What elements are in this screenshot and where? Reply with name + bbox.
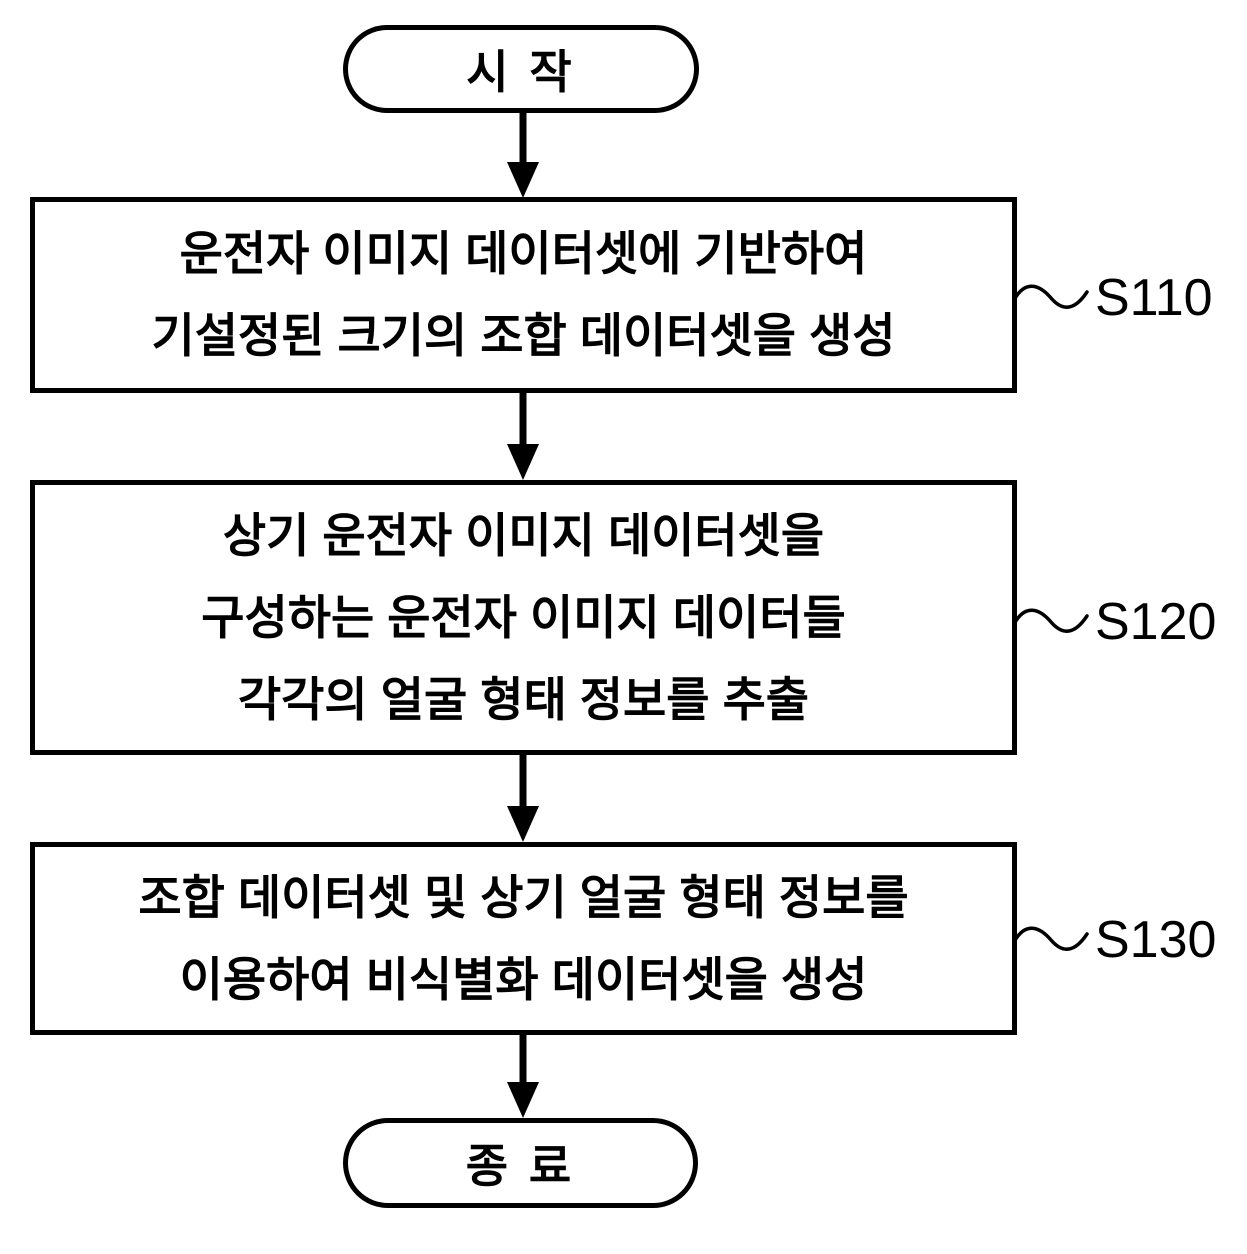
process-text-line: 운전자 이미지 데이터셋에 기반하여 <box>179 227 868 280</box>
start-node: 시 작 <box>343 25 699 113</box>
end-node: 종 료 <box>343 1118 698 1208</box>
flow-arrow-1 <box>503 112 543 198</box>
process-box-s110: 운전자 이미지 데이터셋에 기반하여 기설정된 크기의 조합 데이터셋을 생성 <box>30 197 1017 393</box>
step-id: S130 <box>1095 911 1217 969</box>
step-id: S120 <box>1095 593 1217 651</box>
flow-arrow-3 <box>503 755 543 842</box>
end-node-label: 종 료 <box>465 1140 576 1192</box>
step-label-s130: S130 <box>1013 905 1216 975</box>
process-text-line: 기설정된 크기의 조합 데이터셋을 생성 <box>151 309 896 362</box>
process-text-line: 각각의 얼굴 형태 정보를 추출 <box>237 672 810 726</box>
step-label-s110: S110 <box>1013 263 1213 333</box>
process-text-line: 조합 데이터셋 및 상기 얼굴 형태 정보를 <box>138 870 909 924</box>
step-label-s120: S120 <box>1013 587 1216 657</box>
process-box-s120: 상기 운전자 이미지 데이터셋을 구성하는 운전자 이미지 데이터들 각각의 얼… <box>30 480 1017 755</box>
squiggle-connector <box>1013 284 1089 309</box>
flow-arrow-2 <box>503 392 543 480</box>
squiggle-connector <box>1013 926 1089 951</box>
process-text-line: 구성하는 운전자 이미지 데이터들 <box>201 590 846 644</box>
squiggle-connector <box>1013 608 1089 633</box>
flow-arrow-4 <box>503 1035 543 1118</box>
process-box-s130: 조합 데이터셋 및 상기 얼굴 형태 정보를 이용하여 비식별화 데이터셋을 생… <box>30 842 1017 1035</box>
process-text-line: 상기 운전자 이미지 데이터셋을 <box>222 508 825 562</box>
start-node-label: 시 작 <box>466 46 576 98</box>
process-text-line: 이용하여 비식별화 데이터셋을 생성 <box>179 952 868 1006</box>
step-id: S110 <box>1095 269 1213 327</box>
